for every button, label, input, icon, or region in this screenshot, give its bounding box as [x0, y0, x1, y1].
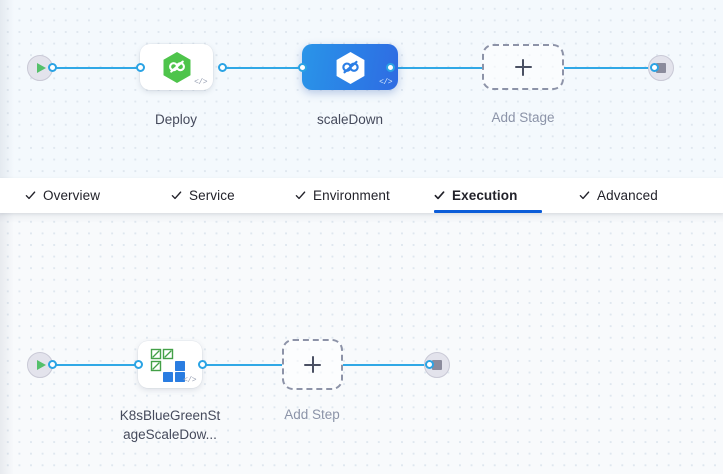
step-node-k8s-out-port[interactable] — [198, 360, 207, 369]
play-icon — [37, 360, 46, 370]
tab-service-label: Service — [189, 188, 235, 203]
stage-end-port[interactable] — [650, 63, 659, 72]
tab-overview[interactable]: Overview — [25, 178, 100, 213]
edge-addstage-to-end — [564, 67, 654, 69]
tab-advanced-label: Advanced — [597, 188, 658, 203]
stage-graph-canvas[interactable]: </> Deploy </> scaleDown Add Stage — [0, 0, 723, 178]
check-icon — [434, 191, 445, 200]
plus-icon — [514, 58, 532, 76]
tab-environment[interactable]: Environment — [295, 178, 390, 213]
code-badge-icon: </> — [379, 78, 392, 87]
tab-service[interactable]: Service — [171, 178, 235, 213]
code-badge-icon: </> — [194, 78, 207, 87]
stage-start-port[interactable] — [48, 63, 57, 72]
stage-node-deploy[interactable]: </> — [140, 44, 213, 90]
tab-overview-label: Overview — [43, 188, 101, 203]
edge-start-to-deploy — [52, 67, 146, 69]
plus-icon — [304, 356, 321, 373]
add-stage-button[interactable] — [482, 44, 564, 90]
check-icon — [295, 191, 306, 200]
stage-node-deploy-label: Deploy — [154, 112, 198, 127]
step-node-k8s-label: K8sBlueGreenSt ageScaleDow... — [119, 408, 221, 442]
check-icon — [579, 191, 590, 200]
check-icon — [25, 191, 36, 200]
step-node-k8sbluegreenstagescaledown[interactable]: </> — [138, 341, 202, 388]
stage-node-deploy-out-port[interactable] — [218, 63, 227, 72]
add-step-button[interactable] — [282, 339, 343, 390]
stop-icon — [656, 63, 666, 73]
tab-execution[interactable]: Execution — [434, 178, 542, 213]
execution-steps-canvas[interactable]: </> K8sBlueGreenSt ageScaleDow... Add St… — [0, 213, 723, 474]
stage-node-scaledown-out-port[interactable] — [386, 63, 395, 72]
edge-addstep-to-end — [343, 364, 428, 366]
check-icon — [171, 191, 182, 200]
stage-node-deploy-in-port[interactable] — [136, 63, 145, 72]
stage-node-scaledown-in-port[interactable] — [298, 63, 307, 72]
step-start-port[interactable] — [48, 360, 57, 369]
step-node-k8s-in-port[interactable] — [134, 360, 143, 369]
stage-node-scaledown-label: scaleDown — [316, 112, 384, 127]
tab-advanced[interactable]: Advanced — [579, 178, 658, 213]
harness-hexagon-icon — [163, 52, 190, 83]
add-step-label: Add Step — [284, 407, 340, 422]
stop-icon — [432, 360, 442, 370]
play-icon — [37, 63, 46, 73]
tab-environment-label: Environment — [313, 188, 390, 203]
edge-start-to-k8sstep — [52, 364, 138, 366]
edge-k8sstep-to-addstep — [202, 364, 282, 366]
stage-config-tabs: Overview Service Environment Execution — [0, 178, 723, 213]
step-end-port[interactable] — [425, 360, 434, 369]
k8s-scale-down-icon — [150, 348, 185, 382]
tab-execution-label: Execution — [452, 188, 518, 203]
code-badge-icon: </> — [183, 376, 196, 385]
edge-scaledown-to-addstage — [390, 67, 482, 69]
harness-hexagon-white-icon — [336, 51, 364, 84]
stage-node-scaledown[interactable]: </> — [302, 44, 398, 90]
edge-deploy-to-scaledown — [222, 67, 310, 69]
add-stage-label: Add Stage — [491, 110, 555, 125]
tab-underline — [434, 210, 542, 213]
